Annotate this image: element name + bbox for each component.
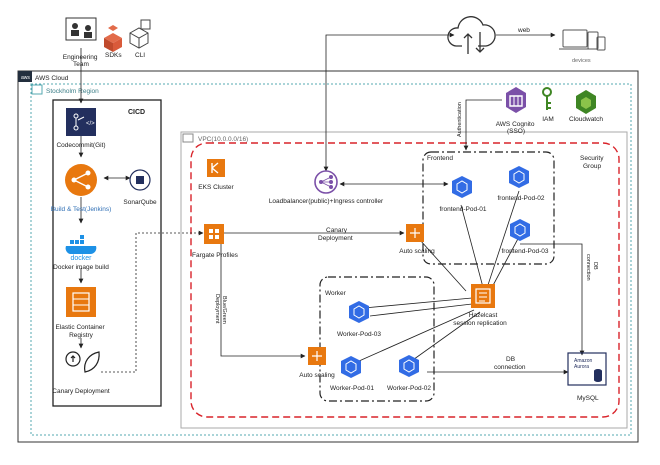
frontend-pod-03-label: frontend-Pod-03 <box>502 248 549 255</box>
frontend-group-label: Frontend <box>427 155 453 162</box>
autoscaling-worker-icon <box>308 347 326 365</box>
docker-build-label: Docker image build <box>53 264 109 271</box>
vpc-icon <box>182 133 194 143</box>
frontend-pod-02-label: frontend-Pod-02 <box>498 195 545 202</box>
worker-pod-03-label: Worker-Pod-03 <box>337 331 381 338</box>
region-flag-icon <box>31 84 43 95</box>
worker-group-label: Worker <box>325 290 347 297</box>
cicd-label: CICD <box>128 109 145 116</box>
canary-deployment-icon <box>65 351 100 373</box>
autoscaling-front-label: Auto scaling <box>399 248 435 255</box>
frontend-pod-02-icon <box>509 166 529 188</box>
frontend-pod-03-icon <box>510 219 530 241</box>
iam-label: IAM <box>542 116 554 123</box>
devices-label: devices <box>572 58 591 64</box>
worker-pod-03-icon <box>349 301 369 323</box>
security-group-label: Security Group <box>580 155 605 170</box>
docker-icon <box>65 235 97 255</box>
svg-text:Amazon: Amazon <box>574 358 593 364</box>
devices-icon <box>559 29 606 51</box>
svg-text:aws: aws <box>21 75 30 81</box>
jenkins-share-icon <box>65 164 97 196</box>
sdks-label: SDKs <box>105 52 122 59</box>
eks-cluster-icon <box>207 159 225 177</box>
worker-pod-02-icon <box>399 355 419 377</box>
edge-canary-deployment-label: Canary Deployment <box>318 227 353 242</box>
stockholm-region-label: Stockholm Region <box>46 88 99 95</box>
autoscaling-worker-label: Auto scaling <box>299 372 335 379</box>
cloud-upload-download-icon <box>447 16 496 54</box>
vpc-boundary <box>180 131 628 429</box>
worker-pod-01-icon <box>341 356 361 378</box>
codecommit-label: Codecommit(Git) <box>56 142 105 149</box>
cognito-icon <box>506 87 526 113</box>
cli-label: CLI <box>135 52 145 59</box>
edge-db-connection-bottom-label: DB connection <box>494 356 526 371</box>
hazelcast-label: Hazelcast session replication <box>453 312 507 327</box>
docker-logo-text: docker <box>70 255 92 262</box>
worker-group-boundary <box>319 276 435 402</box>
worker-pod-01-label: Worker-Pod-01 <box>330 385 374 392</box>
aws-cloud-label: AWS Cloud <box>35 75 69 82</box>
fargate-label: Fargate Profiles <box>192 252 239 259</box>
aws-cloud-boundary <box>17 70 639 443</box>
sonarqube-label: SonarQube <box>123 199 157 206</box>
aws-logo-badge <box>18 71 32 82</box>
aurora-mysql-icon: Amazon Aurora <box>567 352 607 386</box>
engineering-team-icon <box>65 17 97 41</box>
loadbalancer-label: Loadbalancer(public)+Ingress controller <box>269 198 384 205</box>
edge-authentication-label: Authentication <box>457 102 463 137</box>
cicd-boundary <box>52 99 162 407</box>
loadbalancer-icon <box>314 170 338 194</box>
cli-icon <box>129 19 151 49</box>
mysql-label: MySQL <box>577 395 599 402</box>
cognito-label: AWS Cognito (SSO) <box>496 121 537 135</box>
build-test-label: Build & Test(Jenkins) <box>51 206 112 213</box>
frontend-pod-01-icon <box>452 176 472 198</box>
autoscaling-front-icon <box>406 224 424 242</box>
edge-bluegreen-label: Blue/Green Deployment <box>214 294 227 325</box>
hazelcast-icon <box>471 284 495 308</box>
ecr-icon <box>66 287 96 317</box>
cloudwatch-icon <box>576 90 596 114</box>
frontend-group-boundary <box>422 151 555 265</box>
codecommit-icon: </> <box>66 108 96 136</box>
svg-text:</>: </> <box>86 121 95 127</box>
ecr-label: Elastic Container Registry <box>56 324 107 339</box>
engineering-team-label: Engineering Team <box>63 54 100 68</box>
sdks-icon <box>104 25 122 52</box>
cloudwatch-label: Cloudwatch <box>569 116 603 123</box>
eks-cluster-label: EKS Cluster <box>198 184 234 191</box>
edge-db-connection-right-label: DB connection <box>585 254 598 281</box>
edge-web-label: web <box>517 27 530 34</box>
stockholm-region-boundary <box>30 83 632 436</box>
sonarqube-icon <box>129 169 151 191</box>
fargate-icon <box>204 224 224 244</box>
frontend-pod-01-label: frontend-Pod-01 <box>440 206 487 213</box>
worker-pod-02-label: Worker-Pod-02 <box>387 385 431 392</box>
svg-text:Aurora: Aurora <box>574 364 589 370</box>
vpc-label: VPC(10.0.0.0/16) <box>198 136 248 143</box>
connectors <box>78 32 585 375</box>
iam-key-icon <box>542 87 552 110</box>
canary-deployment-label: Canary Deployment <box>52 388 110 395</box>
